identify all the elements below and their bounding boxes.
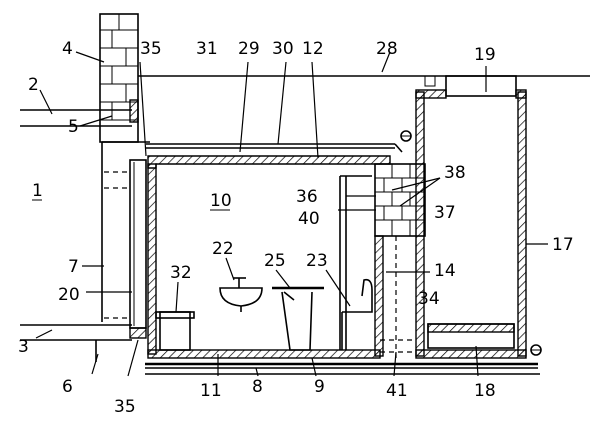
label-4: 4 — [62, 39, 73, 59]
label-2: 2 — [28, 75, 39, 95]
label-1: 1 — [32, 181, 43, 201]
label-25: 25 — [264, 251, 286, 271]
label-5: 5 — [68, 117, 79, 137]
washbasin — [219, 277, 263, 312]
label-30: 30 — [272, 39, 294, 59]
label-9: 9 — [314, 377, 325, 397]
label-38: 38 — [444, 163, 466, 183]
label-40: 40 — [298, 209, 320, 229]
lower-floor-slab — [20, 324, 132, 341]
label-41: 41 — [386, 381, 408, 401]
label-23: 23 — [306, 251, 328, 271]
label-37: 37 — [434, 203, 456, 223]
label-18: 18 — [474, 381, 496, 401]
basin-stand — [272, 286, 324, 351]
label-6: 6 — [62, 377, 73, 397]
reference-labels: 1 2 3 4 5 6 7 8 9 10 11 12 14 17 18 19 2… — [18, 39, 574, 417]
brick-wall — [99, 13, 139, 143]
label-19: 19 — [474, 45, 496, 65]
roof-line — [138, 75, 590, 97]
label-10: 10 — [210, 191, 232, 211]
base-unit — [427, 323, 515, 349]
door-frame — [129, 159, 147, 339]
label-35-top: 35 — [140, 39, 162, 59]
label-34: 34 — [418, 289, 440, 309]
leader-lines — [35, 51, 548, 377]
label-20: 20 — [58, 285, 80, 305]
label-14: 14 — [434, 261, 456, 281]
label-35-bottom: 35 — [114, 397, 136, 417]
toilet — [155, 311, 195, 351]
label-12: 12 — [302, 39, 324, 59]
label-17: 17 — [552, 235, 574, 255]
tall-cabinet — [415, 89, 542, 359]
service-shaft — [380, 236, 416, 360]
label-28: 28 — [376, 39, 398, 59]
shower-cubicle — [339, 175, 373, 350]
label-22: 22 — [212, 239, 234, 259]
label-8: 8 — [252, 377, 263, 397]
label-32: 32 — [170, 263, 192, 283]
upper-floor-slab — [20, 109, 132, 127]
label-36: 36 — [296, 187, 318, 207]
label-29: 29 — [238, 39, 260, 59]
label-3: 3 — [18, 337, 29, 357]
cabin-shell — [145, 163, 538, 369]
label-7: 7 — [68, 257, 79, 277]
label-11: 11 — [200, 381, 222, 401]
label-31: 31 — [196, 39, 218, 59]
